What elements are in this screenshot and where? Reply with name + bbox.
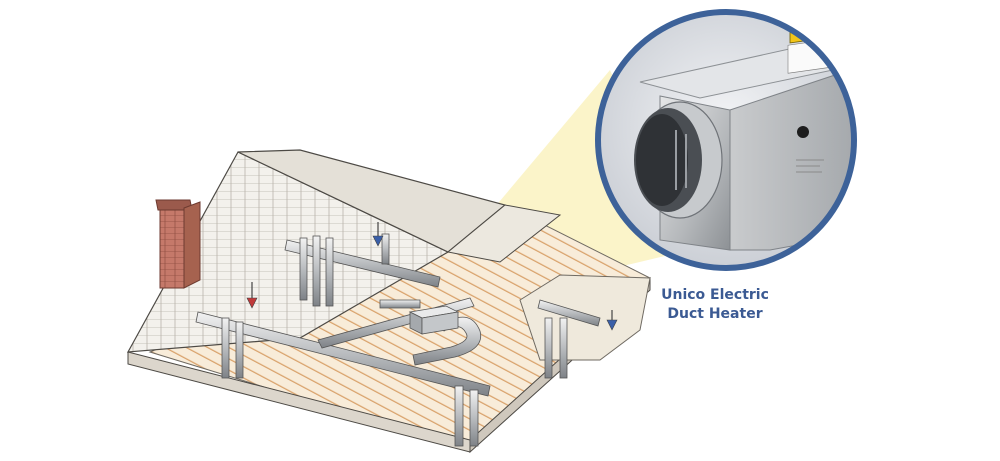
chimney-icon [155, 199, 201, 289]
airflow-arrow-icon [246, 222, 618, 331]
duct-heater-unit-icon [408, 305, 460, 335]
roof-gable [446, 204, 562, 263]
caption-line-2: Duct Heater [667, 306, 763, 322]
duct-heater-zoom [595, 9, 857, 271]
caption-line-1: Unico Electric [661, 287, 769, 303]
product-caption: Unico Electric Duct Heater [640, 286, 790, 324]
